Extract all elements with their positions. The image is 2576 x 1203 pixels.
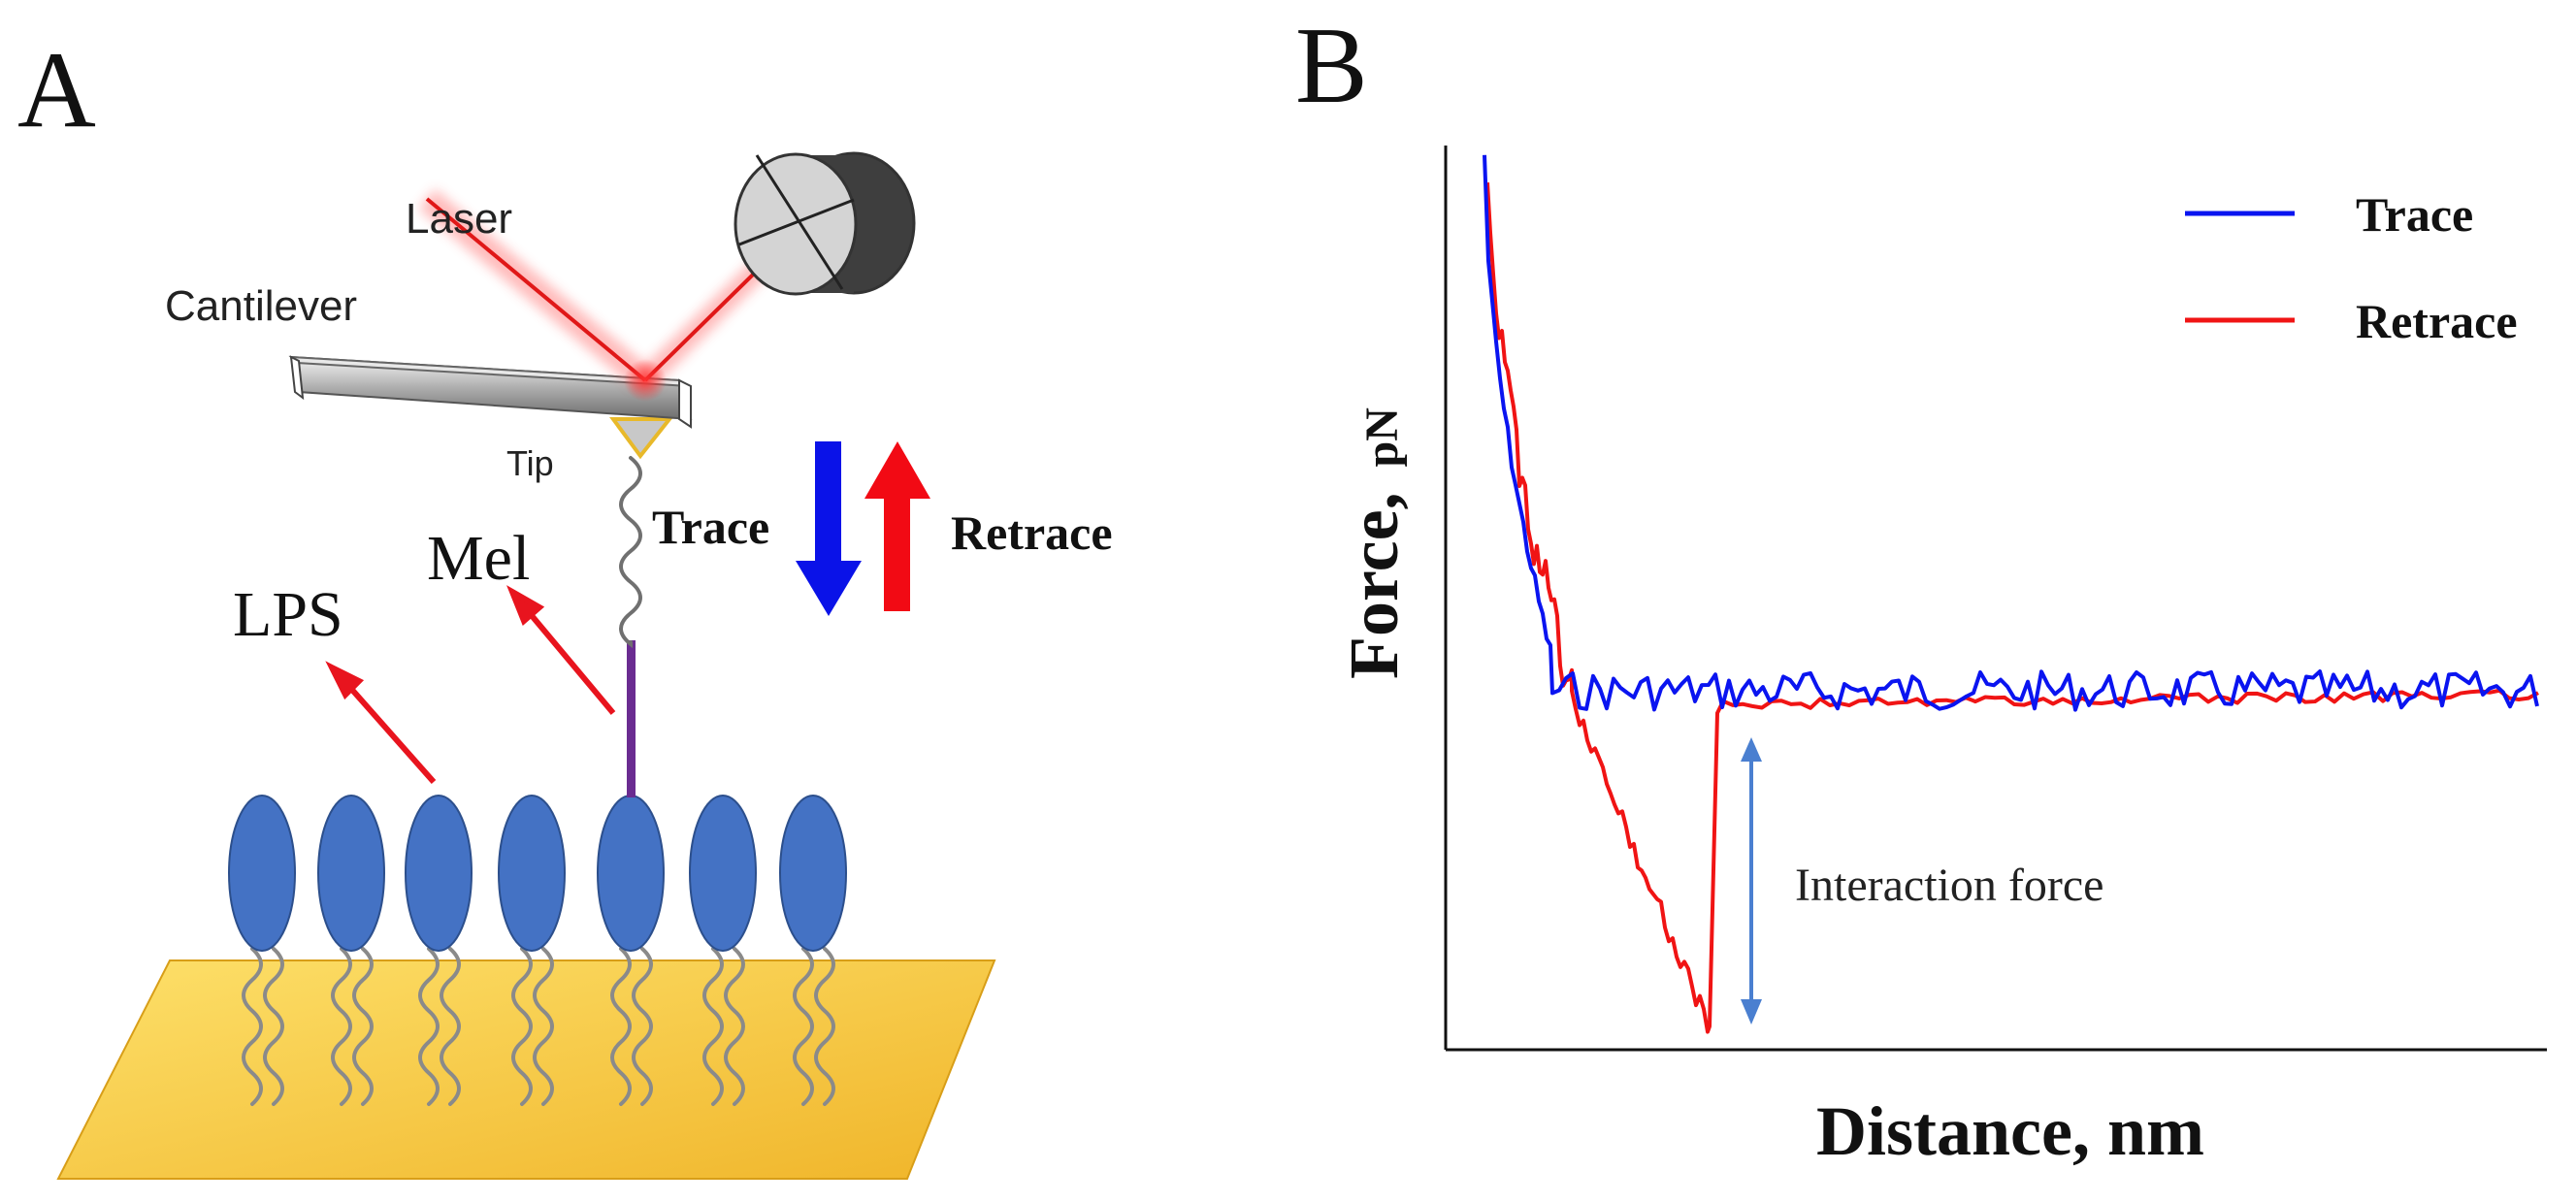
lps-head (597, 795, 665, 952)
gold-substrate (56, 959, 996, 1180)
retrace-arrow-icon (864, 441, 930, 611)
photodetector-icon (734, 151, 916, 296)
tether-linker (619, 456, 642, 649)
lps-tail (418, 947, 440, 1106)
retrace-label: Retrace (951, 505, 1113, 560)
legend-trace-label: Trace (2356, 187, 2473, 242)
svg-text:Force, pN: Force, pN (1335, 407, 1413, 679)
y-axis-label-unit: pN (1356, 407, 1408, 468)
laser-label: Laser (406, 195, 512, 243)
lps-tail (533, 947, 554, 1106)
panel-a-letter: A (17, 30, 96, 150)
interaction-force-label: Interaction force (1795, 860, 2103, 911)
lps-head (779, 795, 847, 952)
lps-tail (511, 947, 533, 1106)
lps-tail (814, 947, 835, 1106)
panel-b: B Interaction force Trace Retrace Distan… (1295, 6, 2547, 1170)
series-trace-line (1483, 154, 2539, 712)
lps-tail (632, 947, 653, 1106)
series-retrace-line (1485, 182, 2539, 1034)
lps-tail (242, 947, 263, 1106)
panel-b-letter: B (1295, 6, 1368, 126)
lps-head (228, 795, 296, 952)
lps-tail (263, 947, 284, 1106)
cantilever-icon (288, 355, 693, 429)
lps-tail (331, 947, 352, 1106)
trace-label: Trace (652, 500, 769, 554)
lps-head (498, 795, 566, 952)
y-axis-label: Force, pN (1335, 407, 1413, 679)
lps-tail (610, 947, 632, 1106)
legend: Trace Retrace (2185, 187, 2518, 348)
cantilever-label: Cantilever (165, 282, 357, 330)
mel-label: Mel (427, 523, 530, 594)
y-axis-label-main: Force, (1335, 492, 1413, 679)
afm-tip-icon (609, 417, 674, 460)
lps-tail (724, 947, 745, 1106)
lps-heads (228, 795, 847, 952)
lps-tails (242, 947, 835, 1106)
lps-tail (702, 947, 724, 1106)
lps-head (317, 795, 385, 952)
lps-tail (352, 947, 374, 1106)
trace-arrow-icon (796, 441, 862, 616)
legend-retrace-label: Retrace (2356, 294, 2518, 348)
mel-peptide-stalk (627, 640, 636, 797)
x-axis-label: Distance, nm (1816, 1092, 2204, 1170)
panel-a: A (17, 30, 1113, 1180)
lps-tail (793, 947, 814, 1106)
interaction-force-arrow-icon (1741, 737, 1762, 1024)
pointer-arrow-icon (325, 585, 616, 784)
lps-head (405, 795, 473, 952)
lps-head (689, 795, 757, 952)
lps-label: LPS (233, 579, 343, 650)
lps-tail (440, 947, 461, 1106)
tip-label: Tip (506, 443, 554, 483)
